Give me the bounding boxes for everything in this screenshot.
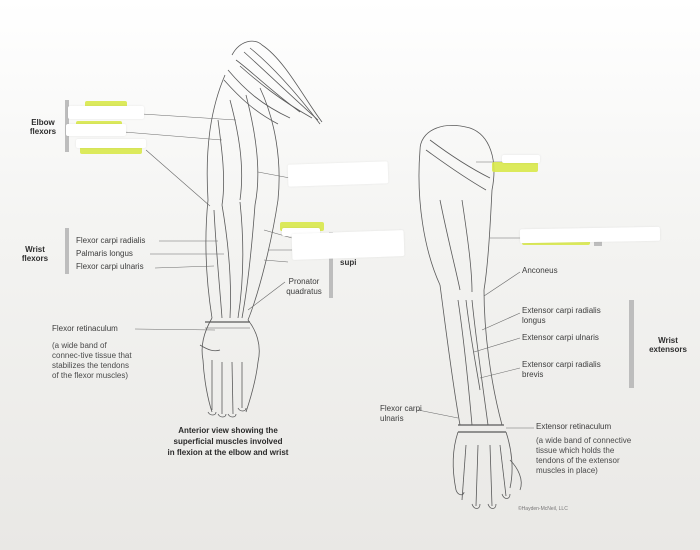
flexor-retinaculum-note: (a wide band of connec-tive tissue that … bbox=[52, 341, 132, 380]
blank-box-6 bbox=[291, 230, 405, 260]
label-extensor-retinaculum: Extensor retinaculum bbox=[536, 422, 612, 431]
label-supinator-partial: supi bbox=[340, 258, 357, 267]
elbow-flexors-group-label: Elbow flexors bbox=[29, 118, 57, 136]
blank-box-5 bbox=[282, 228, 320, 236]
highlight-5 bbox=[492, 162, 538, 172]
copyright-text: ©Hayden-McNeil, LLC bbox=[518, 506, 568, 512]
blank-box-8 bbox=[519, 226, 661, 244]
anterior-caption: Anterior view showing the superficial mu… bbox=[167, 426, 289, 457]
leader-lines bbox=[123, 113, 534, 429]
label-flexor-carpi-radialis: Flexor carpi radialis bbox=[76, 236, 146, 245]
wrist-flexors-group-label: Wrist flexors bbox=[21, 245, 49, 263]
anterior-arm-drawing bbox=[199, 40, 323, 418]
label-flexor-carpi-ulnaris-posterior: Flexor carpi ulnaris bbox=[380, 404, 422, 423]
posterior-arm-drawing bbox=[418, 125, 522, 509]
elbow-group-bracket bbox=[329, 232, 333, 298]
highlight-4 bbox=[280, 222, 324, 231]
blank-box-4 bbox=[287, 161, 389, 187]
label-extensor-carpi-ulnaris: Extensor carpi ulnaris bbox=[522, 333, 599, 342]
label-pronator-quadratus: Pronator quadratus bbox=[286, 277, 322, 296]
label-flexor-carpi-ulnaris: Flexor carpi ulnaris bbox=[76, 262, 144, 271]
label-palmaris-longus: Palmaris longus bbox=[76, 249, 133, 258]
wrist-flexors-bracket bbox=[65, 228, 69, 274]
blank-box-2 bbox=[66, 124, 126, 136]
blank-box-1 bbox=[68, 106, 144, 119]
label-extensor-carpi-radialis-longus: Extensor carpi radialis longus bbox=[522, 306, 601, 325]
wrist-extensors-bracket bbox=[629, 300, 634, 388]
label-anconeus: Anconeus bbox=[522, 266, 558, 275]
blank-box-3 bbox=[76, 139, 146, 148]
extensor-retinaculum-note: (a wide band of connective tissue which … bbox=[536, 436, 632, 475]
blank-box-7 bbox=[502, 155, 540, 163]
label-flexor-retinaculum: Flexor retinaculum bbox=[52, 324, 118, 333]
label-extensor-carpi-radialis-brevis: Extensor carpi radialis brevis bbox=[522, 360, 601, 379]
highlight-1 bbox=[85, 101, 127, 110]
wrist-extensors-group-label: Wrist extensors bbox=[649, 336, 687, 354]
